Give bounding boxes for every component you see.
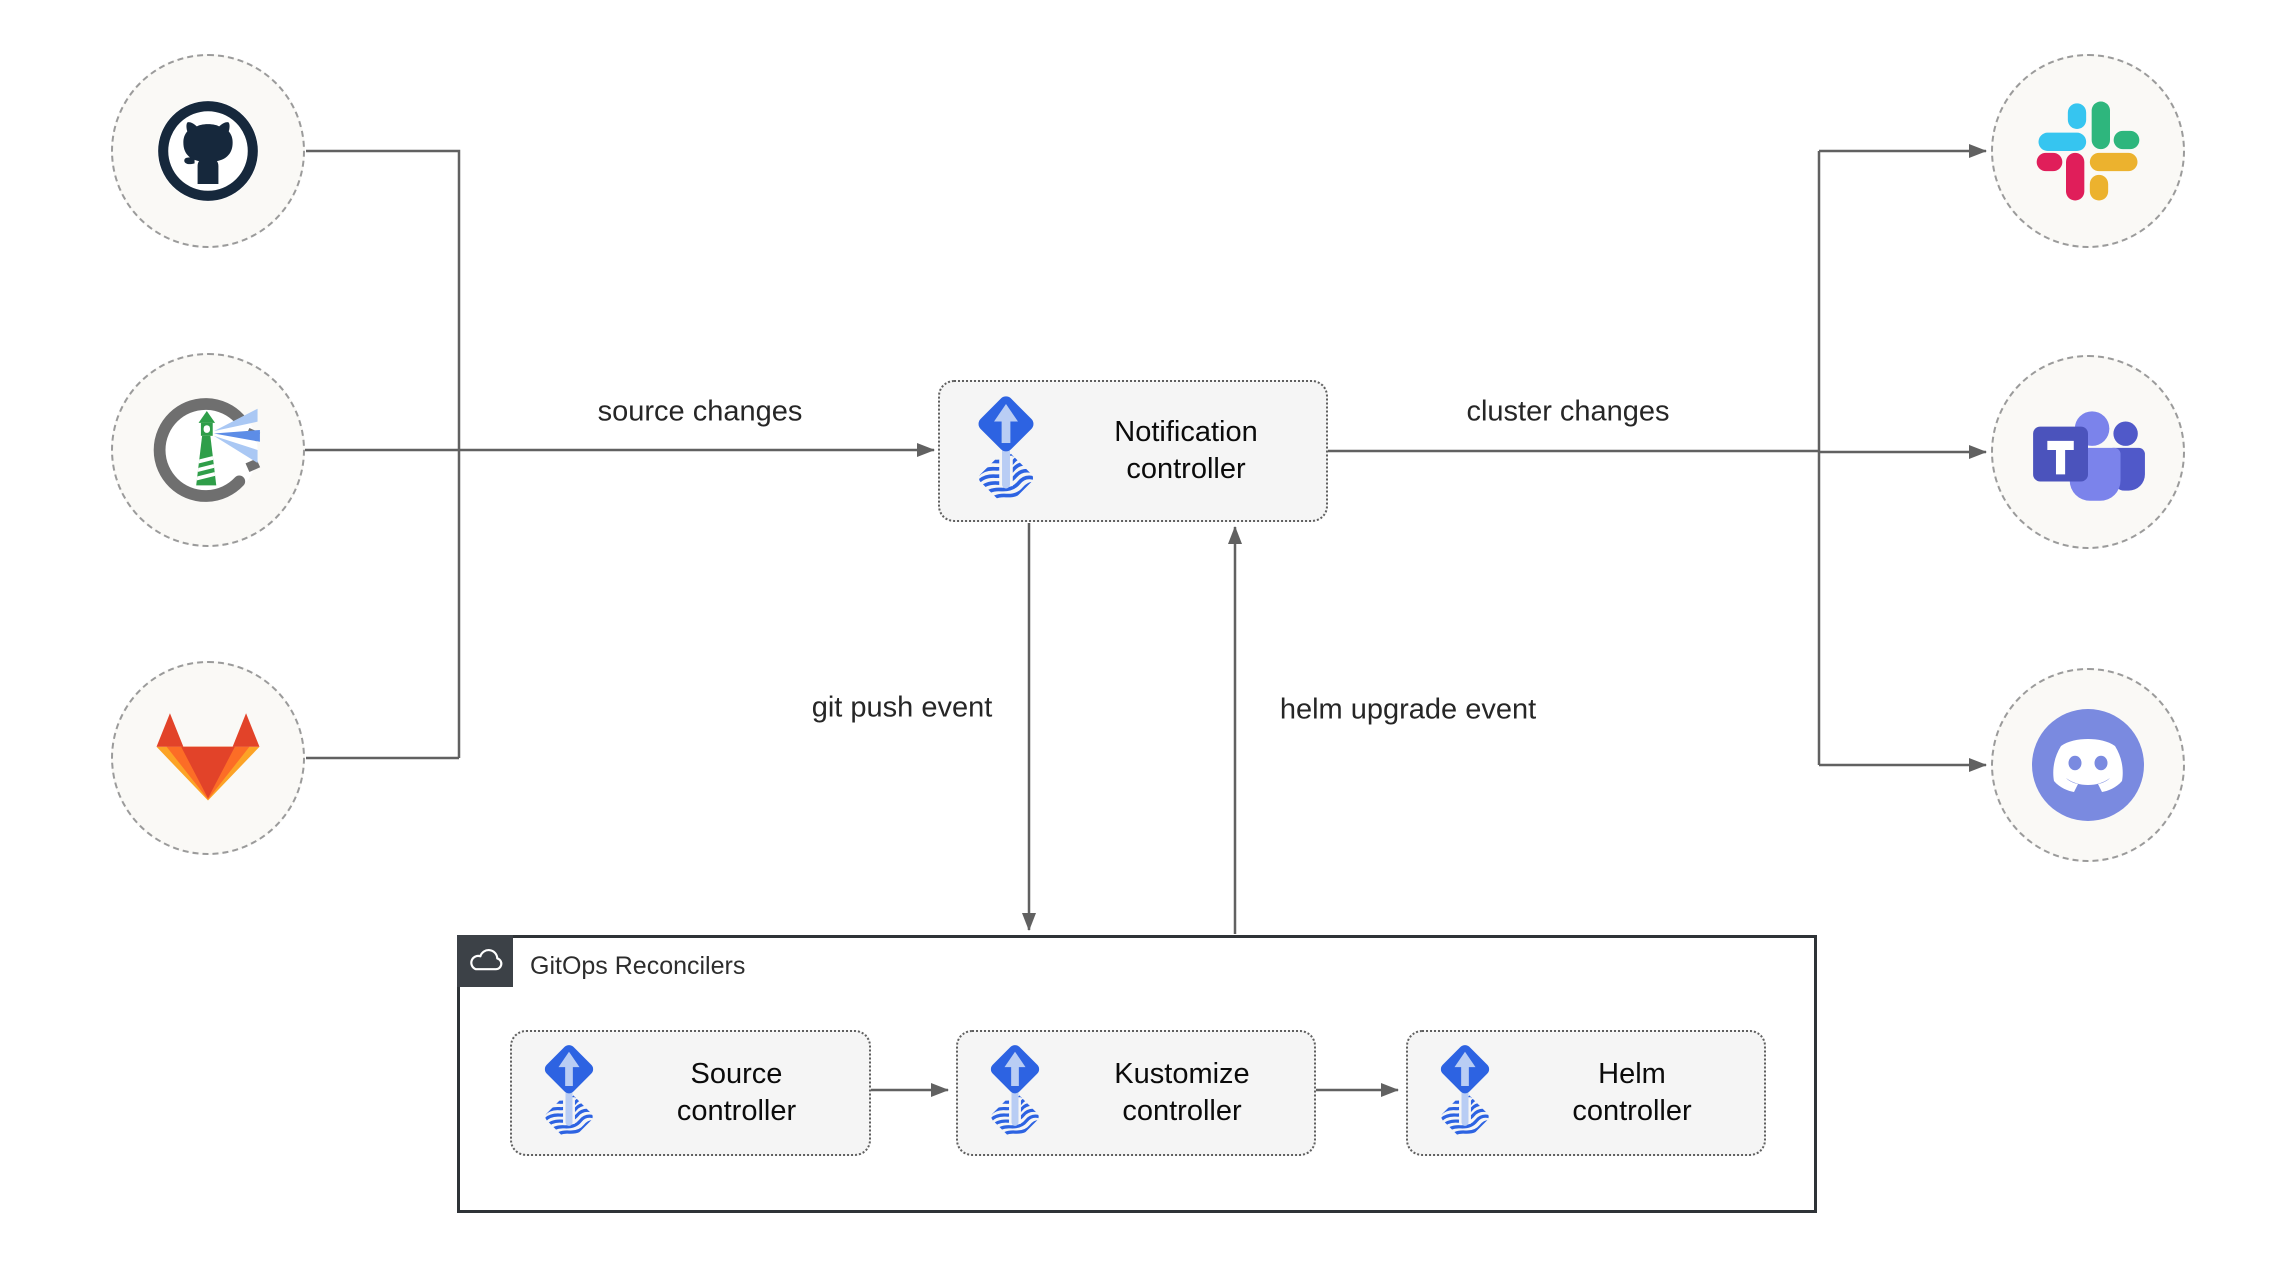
slack-icon: [2036, 101, 2140, 201]
github-icon: [152, 95, 264, 207]
lighthouse-icon: [149, 391, 267, 509]
edge-label-source-changes: source changes: [597, 395, 803, 428]
flux-icon: [534, 1041, 604, 1145]
helm-controller-node: Helm controller: [1406, 1030, 1766, 1156]
source-node-github: [111, 54, 305, 248]
edge-label-cluster-changes: cluster changes: [1466, 395, 1670, 428]
gitops-reconcilers-container: GitOps Reconcilers Source controller Kus…: [457, 935, 1817, 1213]
discord-icon: [2032, 709, 2144, 821]
teams-icon: [2033, 411, 2145, 501]
target-node-discord: [1991, 668, 2185, 862]
cloud-icon: [470, 949, 503, 971]
flux-icon: [980, 1041, 1050, 1145]
flux-icon: [1430, 1041, 1500, 1145]
gitlab-icon: [156, 713, 260, 801]
edge-label-git-push-event: git push event: [811, 691, 993, 724]
target-node-slack: [1991, 54, 2185, 248]
target-node-teams: [1991, 355, 2185, 549]
flux-icon: [966, 392, 1046, 510]
helm-controller-label: Helm controller: [1572, 1057, 1692, 1127]
container-tab: [457, 935, 513, 987]
kustomize-controller-label: Kustomize controller: [1114, 1057, 1250, 1127]
notification-controller-node: Notification controller: [938, 380, 1328, 522]
source-controller-label: Source controller: [676, 1057, 797, 1127]
cluster-changes-line: [1327, 151, 1821, 765]
edge-label-helm-upgrade-event: helm upgrade event: [1279, 693, 1537, 726]
source-controller-node: Source controller: [510, 1030, 871, 1156]
notification-controller-label: Notification controller: [1114, 415, 1258, 485]
source-node-lighthouse: [111, 353, 305, 547]
source-node-gitlab: [111, 661, 305, 855]
kustomize-controller-node: Kustomize controller: [956, 1030, 1316, 1156]
left-fanin-lines: [305, 149, 461, 760]
container-title: GitOps Reconcilers: [530, 952, 746, 980]
